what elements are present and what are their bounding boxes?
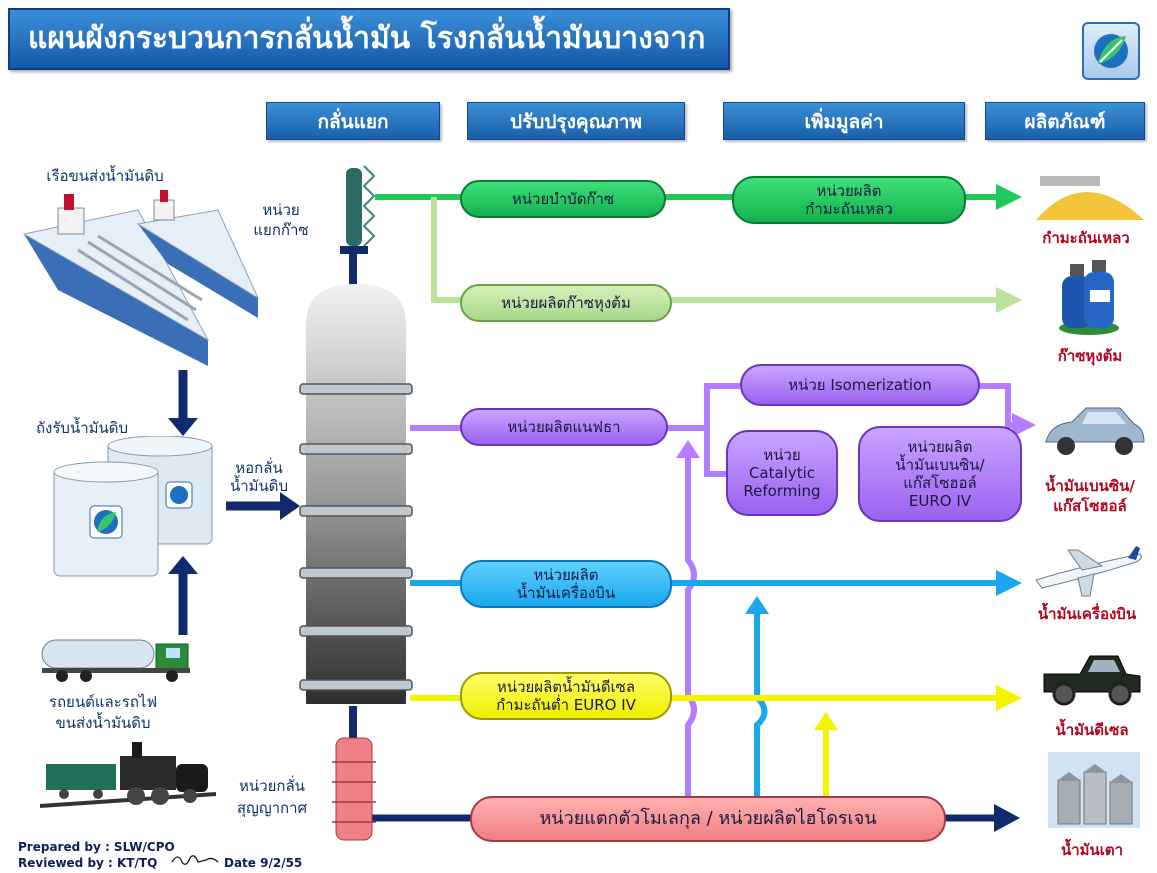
diesel-unit-label-1: หน่วยผลิตน้ำมันดีเซล: [496, 678, 636, 696]
jet-unit-label-1: หน่วยผลิต: [533, 566, 599, 584]
isomerization-unit: หน่วย Isomerization: [740, 364, 980, 406]
product-jet-fuel: น้ำมันเครื่องบิน: [1037, 605, 1137, 623]
tanker-truck-icon: [38, 636, 194, 682]
distillation-tower-icon: [298, 284, 414, 710]
header-treatment: ปรับปรุงคุณภาพ: [467, 102, 685, 140]
train-icon: [39, 734, 217, 814]
ship-icon: [18, 190, 268, 370]
vacuum-distillation-icon: [332, 736, 376, 842]
sulfur-pile-icon: [1034, 168, 1146, 222]
gas-treatment-label: หน่วยบำบัดก๊าซ: [511, 190, 615, 208]
cat-label-3: Reforming: [743, 482, 821, 500]
header-distillation: กลั่นแยก: [266, 102, 440, 140]
product-fuel-oil: น้ำมันเตา: [1060, 841, 1124, 859]
sulfur-unit: หน่วยผลิต กำมะถันเหลว: [732, 176, 966, 224]
gasoline-unit-label-2: น้ำมันเบนซิน/: [895, 456, 985, 474]
jet-unit-label-2: น้ำมันเครื่องบิน: [516, 584, 616, 602]
lpg-cylinder-icon: [1058, 258, 1120, 336]
transport-label-1: รถยนต์และรถไฟ: [48, 693, 158, 711]
airplane-icon: [1032, 546, 1144, 598]
gasoline-unit-label-3: แก๊สโซฮอล์: [903, 474, 977, 492]
signature-icon: [170, 850, 220, 868]
transport-label-2: ขนส่งน้ำมันดิบ: [55, 714, 151, 732]
gas-separation-label-1: หน่วย: [262, 201, 300, 219]
tank-label: ถังรับน้ำมันดิบ: [35, 419, 129, 437]
product-sulfur: กำมะถันเหลว: [1042, 229, 1130, 247]
car-icon: [1042, 400, 1146, 460]
page-title: แผนผังกระบวนการกลั่นน้ำมัน โรงกลั่นน้ำมั…: [8, 8, 730, 70]
header-value-add: เพิ่มมูลค่า: [723, 102, 965, 140]
gasoline-unit-label-4: EURO IV: [908, 492, 972, 510]
vacuum-label-2: สุญญากาศ: [236, 799, 308, 817]
gasoline-unit-label-1: หน่วยผลิต: [907, 438, 973, 456]
product-lpg: ก๊าซหุงต้ม: [1057, 347, 1123, 365]
lpg-unit-label: หน่วยผลิตก๊าซหุงต้ม: [501, 294, 631, 312]
fuel-silo-icon: [1048, 752, 1140, 828]
cracking-unit-label: หน่วยแตกตัวโมเลกุล / หน่วยผลิตไฮโดรเจน: [539, 808, 877, 829]
product-gasoline-1: น้ำมันเบนซิน/: [1045, 477, 1135, 495]
header-products: ผลิตภัณฑ์: [985, 102, 1145, 140]
gasoline-unit: หน่วยผลิต น้ำมันเบนซิน/ แก๊สโซฮอล์ EURO …: [858, 426, 1022, 522]
gas-separation-column-icon: [340, 162, 380, 254]
leaf-logo-icon: [1082, 22, 1140, 80]
reviewed-by: Reviewed by : KT/TQ: [18, 856, 158, 870]
diesel-unit-label-2: กำมะถันต่ำ EURO IV: [496, 696, 636, 714]
product-gasoline-2: แก๊สโซฮอล์: [1053, 497, 1127, 515]
tower-label-2: น้ำมันดิบ: [229, 477, 289, 495]
catalytic-reforming-unit: หน่วย Catalytic Reforming: [726, 430, 838, 516]
cat-label-1: หน่วย: [763, 446, 801, 464]
cracking-hydrogen-unit: หน่วยแตกตัวโมเลกุล / หน่วยผลิตไฮโดรเจน: [470, 796, 946, 842]
sulfur-unit-label-1: หน่วยผลิต: [816, 182, 882, 200]
tower-label-1: หอกลั่น: [235, 459, 283, 477]
naphtha-unit-label: หน่วยผลิตแนฟธา: [507, 418, 621, 436]
gas-separation-label-2: แยกก๊าซ: [253, 221, 309, 239]
vacuum-label-1: หน่วยกลั่น: [239, 777, 305, 795]
review-date: Date 9/2/55: [224, 856, 303, 870]
lpg-unit: หน่วยผลิตก๊าซหุงต้ม: [460, 284, 672, 322]
naphtha-unit: หน่วยผลิตแนฟธา: [460, 408, 668, 446]
isomerization-label: หน่วย Isomerization: [788, 376, 932, 394]
storage-tank-icon: [50, 435, 216, 584]
ship-label: เรือขนส่งน้ำมันดิบ: [46, 167, 164, 185]
cat-label-2: Catalytic: [748, 464, 816, 482]
prepared-by: Prepared by : SLW/CPO: [18, 840, 175, 854]
sulfur-unit-label-2: กำมะถันเหลว: [805, 200, 893, 218]
product-diesel: น้ำมันดีเซล: [1055, 721, 1129, 739]
pickup-truck-icon: [1040, 644, 1144, 708]
jet-fuel-unit: หน่วยผลิต น้ำมันเครื่องบิน: [460, 560, 672, 608]
gas-treatment-unit: หน่วยบำบัดก๊าซ: [460, 180, 666, 218]
diesel-unit: หน่วยผลิตน้ำมันดีเซล กำมะถันต่ำ EURO IV: [460, 672, 672, 720]
